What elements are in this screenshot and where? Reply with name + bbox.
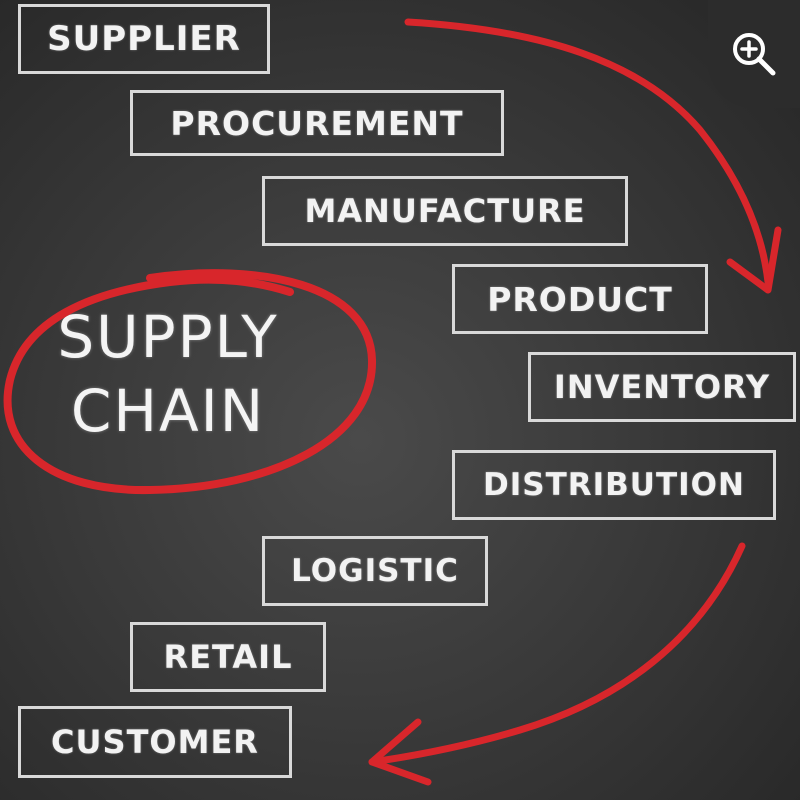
- step-supplier: SUPPLIER: [18, 4, 270, 74]
- zoom-button[interactable]: [708, 0, 800, 108]
- step-product: PRODUCT: [452, 264, 708, 334]
- step-procurement: PROCUREMENT: [130, 90, 504, 156]
- step-label: RETAIL: [163, 638, 293, 676]
- step-label: LOGISTIC: [291, 553, 459, 589]
- step-label: PROCUREMENT: [170, 103, 464, 143]
- step-logistic: LOGISTIC: [262, 536, 488, 606]
- step-label: INVENTORY: [553, 368, 771, 406]
- step-label: CUSTOMER: [51, 723, 259, 761]
- step-manufacture: MANUFACTURE: [262, 176, 628, 246]
- step-label: PRODUCT: [487, 279, 673, 319]
- title-line-2: CHAIN: [70, 377, 266, 445]
- step-label: MANUFACTURE: [304, 192, 586, 230]
- step-inventory: INVENTORY: [528, 352, 796, 422]
- title-line-1: SUPPLY: [57, 303, 279, 371]
- step-label: SUPPLIER: [47, 19, 241, 59]
- bottom-arrow-head: [368, 718, 432, 786]
- step-distribution: DISTRIBUTION: [452, 450, 776, 520]
- top-arrow-head: [726, 226, 782, 294]
- diagram-title: SUPPLY CHAIN: [18, 300, 318, 448]
- step-customer: CUSTOMER: [18, 706, 292, 778]
- zoom-in-icon: [733, 33, 776, 76]
- step-retail: RETAIL: [130, 622, 326, 692]
- step-label: DISTRIBUTION: [483, 467, 745, 503]
